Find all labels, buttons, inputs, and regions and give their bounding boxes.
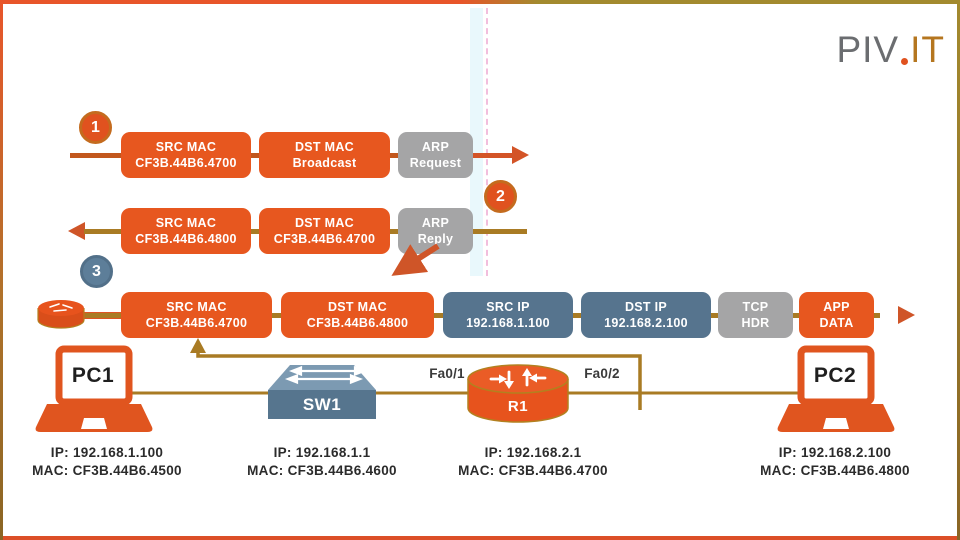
step-badge-2-number: 2: [496, 187, 505, 205]
sw1-name: SW1: [302, 394, 342, 414]
step1-arrowhead-right-icon: [512, 146, 529, 164]
r1-address-block: IP: 192.168.2.1 MAC: CF3B.44B6.4700: [418, 444, 648, 480]
frame-field-dst-mac-2: DST MAC CF3B.44B6.4700: [259, 208, 390, 254]
field-title: ARP: [421, 140, 450, 154]
frame-field-src-mac-1: SRC MAC CF3B.44B6.4700: [121, 132, 251, 178]
frame-border-bottom: [0, 536, 960, 540]
field-title: SRC MAC: [155, 140, 217, 154]
field-value: CF3B.44B6.4700: [145, 316, 248, 330]
pc1-name: PC1: [71, 364, 115, 387]
frame-border-top: [0, 0, 960, 4]
field-value: CF3B.44B6.4800: [306, 316, 409, 330]
frame-field-arp-reply: ARP Reply: [398, 208, 473, 254]
frame-field-dst-mac-1: DST MAC Broadcast: [259, 132, 390, 178]
step-badge-3-number: 3: [92, 262, 101, 280]
frame-border-left: [0, 0, 3, 540]
frame-field-app-data: APP DATA: [799, 292, 874, 338]
field-value: HDR: [741, 316, 770, 330]
pc2-mac: MAC: CF3B.44B6.4800: [760, 463, 910, 478]
field-value: Reply: [417, 232, 454, 246]
field-value: DATA: [819, 316, 854, 330]
field-title: DST MAC: [327, 300, 388, 314]
field-value: CF3B.44B6.4700: [273, 232, 376, 246]
pc2-label: PC2: [799, 352, 871, 400]
frame-field-src-mac-3: SRC MAC CF3B.44B6.4700: [121, 292, 272, 338]
step1-arrow-line: [442, 153, 514, 158]
field-title: TCP: [742, 300, 769, 314]
logo-text-orange: IT: [910, 29, 945, 70]
field-value: CF3B.44B6.4800: [135, 232, 237, 246]
field-value: CF3B.44B6.4700: [135, 156, 237, 170]
pc2-name: PC2: [813, 364, 857, 387]
field-value: 192.168.1.100: [466, 316, 550, 330]
connector-up-arrowhead-icon: [190, 338, 206, 353]
pc2-ip: IP: 192.168.2.100: [778, 445, 892, 460]
sw1-address-block: IP: 192.168.1.1 MAC: CF3B.44B6.4600: [207, 444, 437, 480]
field-title: DST IP: [624, 300, 668, 314]
field-title: SRC IP: [486, 300, 530, 314]
pc2-address-block: IP: 192.168.2.100 MAC: CF3B.44B6.4800: [720, 444, 950, 480]
step-badge-1-number: 1: [91, 118, 100, 136]
pc1-label: PC1: [57, 352, 129, 400]
field-title: DST MAC: [294, 216, 355, 230]
interface-label-fa0-2: Fa0/2: [562, 366, 642, 381]
pc1-mac: MAC: CF3B.44B6.4500: [32, 463, 182, 478]
step2-arrowhead-left-icon: [68, 222, 85, 240]
pc1-address-block: IP: 192.168.1.100 MAC: CF3B.44B6.4500: [0, 444, 222, 480]
field-title: ARP: [421, 216, 450, 230]
dashed-divider-line: [486, 8, 488, 276]
field-title: DST MAC: [294, 140, 355, 154]
sw1-ip: IP: 192.168.1.1: [273, 445, 371, 460]
frame-field-src-mac-2: SRC MAC CF3B.44B6.4800: [121, 208, 251, 254]
divider-band: [470, 8, 483, 276]
frame-field-arp-request: ARP Request: [398, 132, 473, 178]
step3-arrowhead-right-icon: [898, 306, 915, 324]
step-badge-3: 3: [80, 255, 113, 288]
field-title: APP: [823, 300, 850, 314]
sw1-mac: MAC: CF3B.44B6.4600: [247, 463, 397, 478]
step1-line: [70, 153, 442, 158]
r1-mac: MAC: CF3B.44B6.4700: [458, 463, 608, 478]
field-title: SRC MAC: [155, 216, 217, 230]
pivit-logo: PIV IT: [795, 26, 945, 70]
field-value: Broadcast: [292, 156, 357, 170]
step-badge-2: 2: [484, 180, 517, 213]
field-title: SRC MAC: [166, 300, 227, 314]
field-value: 192.168.2.100: [604, 316, 688, 330]
pc1-ip: IP: 192.168.1.100: [50, 445, 164, 460]
r1-label: R1: [468, 395, 568, 417]
r1-name: R1: [507, 397, 529, 415]
fa0-1-text: Fa0/1: [429, 366, 465, 381]
step-badge-1: 1: [79, 111, 112, 144]
sw1-label: SW1: [268, 390, 376, 419]
r1-ip: IP: 192.168.2.1: [484, 445, 582, 460]
frame-field-src-ip: SRC IP 192.168.1.100: [443, 292, 573, 338]
interface-label-fa0-1: Fa0/1: [407, 366, 487, 381]
frame-field-tcp-hdr: TCP HDR: [718, 292, 793, 338]
frame-field-dst-ip: DST IP 192.168.2.100: [581, 292, 711, 338]
logo-text-gray: PIV: [836, 29, 900, 70]
field-value: Request: [409, 156, 462, 170]
fa0-2-text: Fa0/2: [584, 366, 620, 381]
logo-dot-icon: [901, 58, 909, 65]
frame-field-dst-mac-3: DST MAC CF3B.44B6.4800: [281, 292, 434, 338]
frame-border-right: [957, 0, 960, 540]
